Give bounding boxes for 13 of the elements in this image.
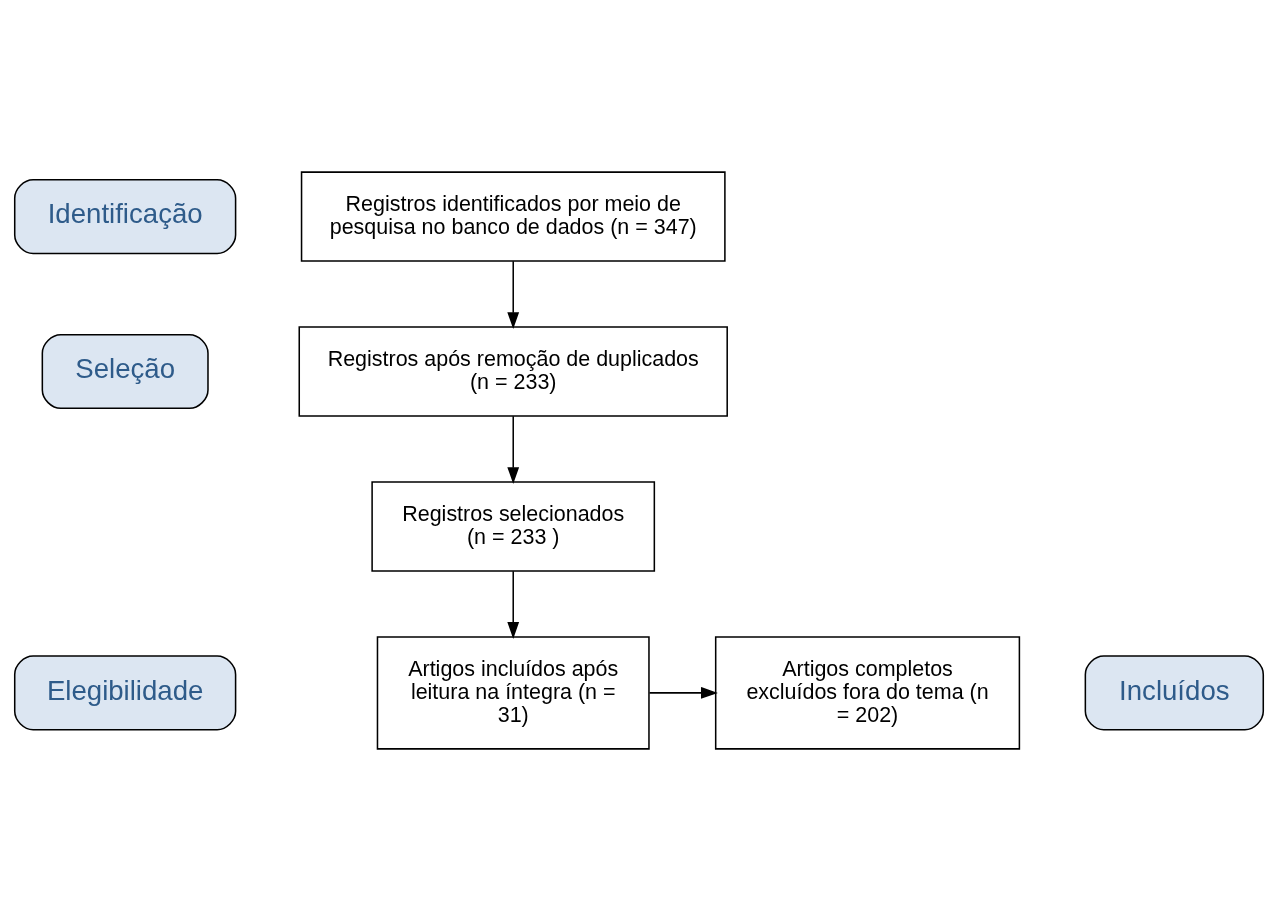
node-box: Registros selecionados (n = 233 )	[371, 480, 656, 572]
arrow	[507, 570, 520, 639]
node-box: Artigos completos excluídos fora do tema (n = 202)	[714, 635, 1021, 750]
node-box: Identificação	[13, 178, 237, 254]
node-box: Incluídos	[1084, 654, 1265, 730]
arrow	[507, 414, 520, 484]
arrow	[507, 260, 520, 329]
node-box: Registros após remoção de duplicados (n = 233)	[298, 325, 728, 417]
arrow	[648, 686, 718, 699]
node-box: Artigos incluídos após leitura na íntegra (n = 31)	[376, 635, 650, 750]
node-box: Elegibilidade	[13, 654, 237, 730]
node-box: Seleção	[41, 333, 209, 409]
node-box: Registros identificados por meio de pesquisa no banco de dados (n = 347)	[300, 170, 726, 262]
